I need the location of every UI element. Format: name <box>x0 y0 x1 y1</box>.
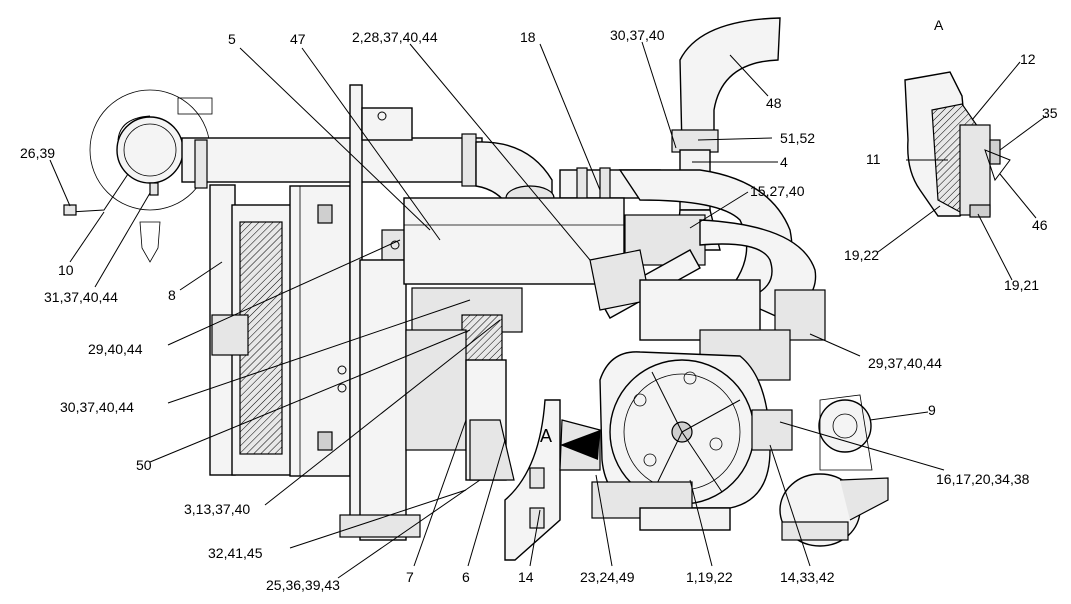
turbo-and-manifold <box>589 169 826 381</box>
intercooler-box <box>403 197 625 481</box>
support-frame <box>337 84 421 541</box>
callout-9: 9 <box>928 402 936 418</box>
leader-lines <box>49 41 1047 579</box>
callout-48: 48 <box>766 95 782 111</box>
callout-30-37-40-44: 30,37,40,44 <box>60 399 134 415</box>
callout-4: 4 <box>780 154 788 170</box>
callout-16-17-20-34-38: 16,17,20,34,38 <box>936 471 1030 487</box>
view-a-marker-label: A <box>540 426 552 446</box>
callout-2-28-37-40-44: 2,28,37,40,44 <box>352 29 438 45</box>
callout-50: 50 <box>136 457 152 473</box>
callout-46: 46 <box>1032 217 1048 233</box>
callout-35: 35 <box>1042 105 1058 121</box>
callout-14-33-42: 14,33,42 <box>780 569 835 585</box>
callout-15-27-40: 15,27,40 <box>750 183 805 199</box>
callout-5: 5 <box>228 31 236 47</box>
callout-6: 6 <box>462 569 470 585</box>
callout-19-21: 19,21 <box>1004 277 1039 293</box>
callout-29-40-44: 29,40,44 <box>88 341 143 357</box>
callout-labels: 5 47 2,28,37,40,44 18 30,37,40 48 51,52 … <box>20 17 1058 593</box>
engine-drawing <box>63 17 1011 561</box>
callout-1-19-22: 1,19,22 <box>686 569 733 585</box>
callout-25-36-39-43: 25,36,39,43 <box>266 577 340 593</box>
flywheel-housing <box>591 351 771 531</box>
callout-47: 47 <box>290 31 306 47</box>
callout-26-39: 26,39 <box>20 145 55 161</box>
callout-18: 18 <box>520 29 536 45</box>
callout-10: 10 <box>58 262 74 278</box>
view-a-marker <box>560 430 600 460</box>
callout-32-41-45: 32,41,45 <box>208 545 263 561</box>
right-bracket-and-pump <box>751 394 889 547</box>
callout-19-22: 19,22 <box>844 247 879 263</box>
callout-11: 11 <box>866 151 881 167</box>
callout-14: 14 <box>518 569 534 585</box>
callout-29-37-40-44: 29,37,40,44 <box>868 355 942 371</box>
detail-view-a <box>904 71 1011 218</box>
radiator <box>209 184 351 477</box>
callout-3-13-37-40: 3,13,37,40 <box>184 501 250 517</box>
callout-7: 7 <box>406 569 414 585</box>
air-filter <box>63 89 213 263</box>
detail-view-a-title: A <box>934 17 944 33</box>
callout-23-24-49: 23,24,49 <box>580 569 635 585</box>
left-support-bracket <box>504 399 601 561</box>
callout-31-37-40-44: 31,37,40,44 <box>44 289 118 305</box>
callout-8: 8 <box>168 287 176 303</box>
callout-51-52: 51,52 <box>780 130 815 146</box>
callout-12: 12 <box>1020 51 1036 67</box>
callout-30-37-40-top: 30,37,40 <box>610 27 665 43</box>
intake-pipe <box>181 133 661 211</box>
